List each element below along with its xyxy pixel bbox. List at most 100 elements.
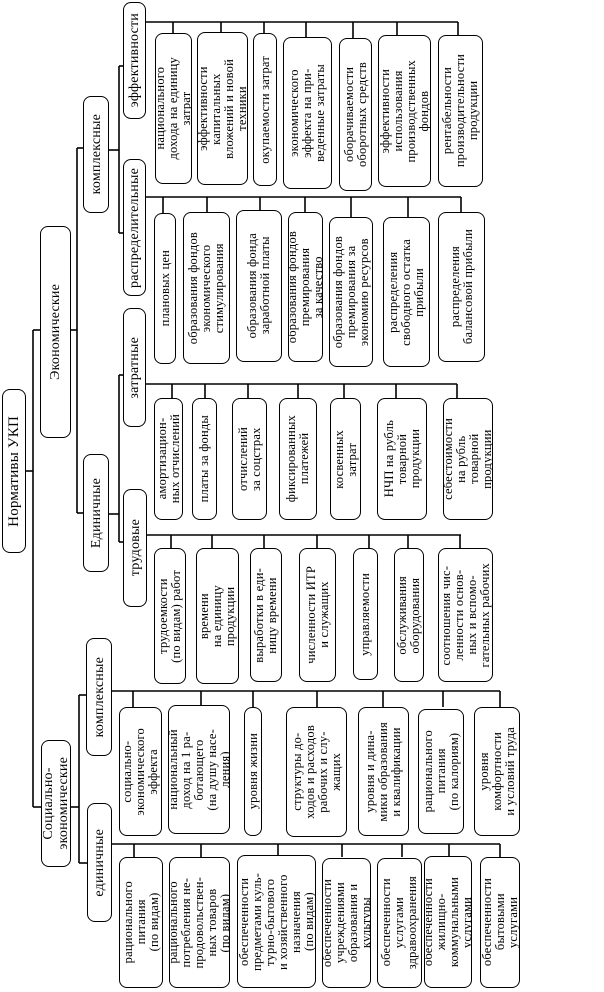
social-complex-item: социально- экономического эффекта <box>119 707 162 836</box>
item-text: фиксированных платежей <box>284 415 311 503</box>
item-text: обеспеченности бытовыми услугами <box>480 878 520 967</box>
labor-item: обслуживания оборудования <box>394 548 424 682</box>
social-complex-label: комплексные <box>91 656 107 738</box>
social-complex-item: национальный доход на 1 ра- ботающего (н… <box>168 705 230 834</box>
root-node: Нормативы УКП <box>2 389 26 553</box>
item-text: окупаемости затрат <box>257 55 272 164</box>
labor-node: трудовые <box>123 489 147 607</box>
social-complex-item: рационального питания (по калориям) <box>418 709 464 834</box>
social-complex-item: уровня жизни <box>244 707 262 836</box>
item-text: распределения балансовой прибыли <box>447 229 475 345</box>
efficiency-node: эффективности <box>123 2 146 119</box>
cost-item: отчислений за соцстрах <box>232 398 267 520</box>
distributive-item: образования фонда заработной платы <box>236 210 282 362</box>
efficiency-label: эффективности <box>127 13 142 108</box>
cost-item: себестоимости на рубль товарной продукци… <box>443 398 493 520</box>
cost-label: затратные <box>127 336 142 399</box>
cost-item: НЧП на рубль товарной продукции <box>377 398 427 520</box>
efficiency-item: окупаемости затрат <box>253 33 277 186</box>
item-text: рентабельности производительности продук… <box>440 54 480 168</box>
efficiency-item: национального дохода на единицу затрат <box>155 33 192 184</box>
labor-item: выработки в еди- ницу времени <box>250 548 282 682</box>
item-text: рационального питания (по видам) <box>120 881 161 964</box>
economic-label: Экономические <box>48 284 63 380</box>
labor-item: численности ИТР и служащих <box>299 548 336 682</box>
item-text: распределения свободного остатка прибыли <box>386 238 426 346</box>
item-text: оборачиваемости оборотных средств <box>341 62 369 167</box>
item-text: рационального потребления не- продовольс… <box>169 876 230 969</box>
cost-item: фиксированных платежей <box>279 398 317 520</box>
labor-item: трудоемкости (по видам) работ <box>154 548 186 684</box>
efficiency-item: экономического эффекта на при- веденные … <box>283 37 332 189</box>
social-unit-item: обеспеченности учреждениями образования … <box>322 858 371 988</box>
distributive-node: распределительные <box>123 159 146 296</box>
economic-unit-node: Единичные <box>83 454 109 572</box>
economic-complex-label: комплексные <box>88 114 104 195</box>
item-text: косвенных затрат <box>331 429 359 489</box>
item-text: уровня жизни <box>245 733 260 810</box>
item-text: себестоимости на рубль товарной продукци… <box>443 418 493 500</box>
social-economic-label: Социально- экономические <box>41 757 71 850</box>
economic-unit-label: Единичные <box>88 477 104 549</box>
item-text: эффективности капитальных вложений и нов… <box>197 58 248 159</box>
distributive-item: распределения балансовой прибыли <box>438 212 485 362</box>
item-text: амортизацион- ных отчислений <box>154 414 182 504</box>
distributive-item: распределения свободного остатка прибыли <box>383 217 430 367</box>
distributive-item: образования фондов премирования за эконо… <box>329 217 373 367</box>
efficiency-item: эффективности использования производстве… <box>378 35 431 187</box>
item-text: рационального питания (по калориям) <box>420 730 461 813</box>
distributive-label: распределительные <box>127 167 142 288</box>
item-text: образования фондов премирования за эконо… <box>330 235 371 349</box>
item-text: платы за фонды <box>197 415 211 503</box>
labor-label: трудовые <box>127 519 143 577</box>
social-unit-item: обеспеченности жилищно- коммунальными ус… <box>424 856 472 988</box>
item-text: структуры до- ходов и расходов рабочих и… <box>289 725 343 819</box>
item-text: управляемости <box>358 572 372 656</box>
item-text: численности ИТР и служащих <box>303 566 331 664</box>
item-text: обеспеченности услугами здравоохранения <box>379 876 419 970</box>
efficiency-item: эффективности капитальных вложений и нов… <box>197 32 248 185</box>
item-text: отчислений за соцстрах <box>235 427 263 491</box>
item-text: образования фондов экономического стимул… <box>186 231 226 345</box>
item-text: обеспеченности учреждениями образования … <box>322 878 371 968</box>
economic-node: Экономические <box>40 226 71 438</box>
distributive-item: плановых цен <box>154 213 176 364</box>
social-economic-node: Социально- экономические <box>41 740 71 867</box>
social-unit-label: единичные <box>92 828 107 897</box>
cost-node: затратные <box>123 308 146 427</box>
item-text: плановых цен <box>157 250 172 327</box>
item-text: уровня и дина- мики образования и квалиф… <box>363 721 403 822</box>
item-text: эффективности использования производстве… <box>378 59 431 163</box>
social-unit-item: обеспеченности бытовыми услугами <box>480 857 520 988</box>
item-text: трудоемкости (по видам) работ <box>156 569 183 663</box>
social-unit-item: рационального потребления не- продовольс… <box>169 857 230 988</box>
social-complex-node: комплексные <box>86 638 112 756</box>
root-label: Нормативы УКП <box>5 415 22 527</box>
economic-complex-node: комплексные <box>83 96 109 213</box>
item-text: национальный доход на 1 ра- ботающего (н… <box>168 728 230 811</box>
efficiency-item: оборачиваемости оборотных средств <box>339 38 372 191</box>
item-text: времени на единицу продукции <box>197 584 237 648</box>
social-complex-item: структуры до- ходов и расходов рабочих и… <box>286 707 347 837</box>
item-text: образования фонда заработной платы <box>245 233 272 339</box>
item-text: образования фондов премирования за качес… <box>288 230 323 344</box>
labor-item: соотношения чис- ленности основ- ных и в… <box>438 548 493 682</box>
item-text: обслуживания оборудования <box>395 575 422 655</box>
social-complex-item: уровня комфортности и условий труда <box>474 707 520 836</box>
social-unit-item: обеспеченности предметами куль- турно-бы… <box>237 855 316 988</box>
item-text: выработки в еди- ницу времени <box>252 567 279 663</box>
item-text: уровня комфортности и условий труда <box>476 727 517 816</box>
item-text: обеспеченности предметами куль- турно-бы… <box>237 872 316 971</box>
cost-item: амортизацион- ных отчислений <box>154 398 183 520</box>
social-complex-item: уровня и дина- мики образования и квалиф… <box>358 707 409 836</box>
distributive-item: образования фондов экономического стимул… <box>183 212 230 364</box>
cost-item: косвенных затрат <box>330 398 361 520</box>
item-text: экономического эффекта на при- веденные … <box>287 64 327 162</box>
labor-item: времени на единицу продукции <box>196 548 239 684</box>
distributive-item: образования фондов премирования за качес… <box>288 212 323 362</box>
item-text: национального дохода на единицу затрат <box>155 57 192 160</box>
efficiency-item: рентабельности производительности продук… <box>438 35 483 187</box>
social-unit-node: единичные <box>87 803 112 922</box>
